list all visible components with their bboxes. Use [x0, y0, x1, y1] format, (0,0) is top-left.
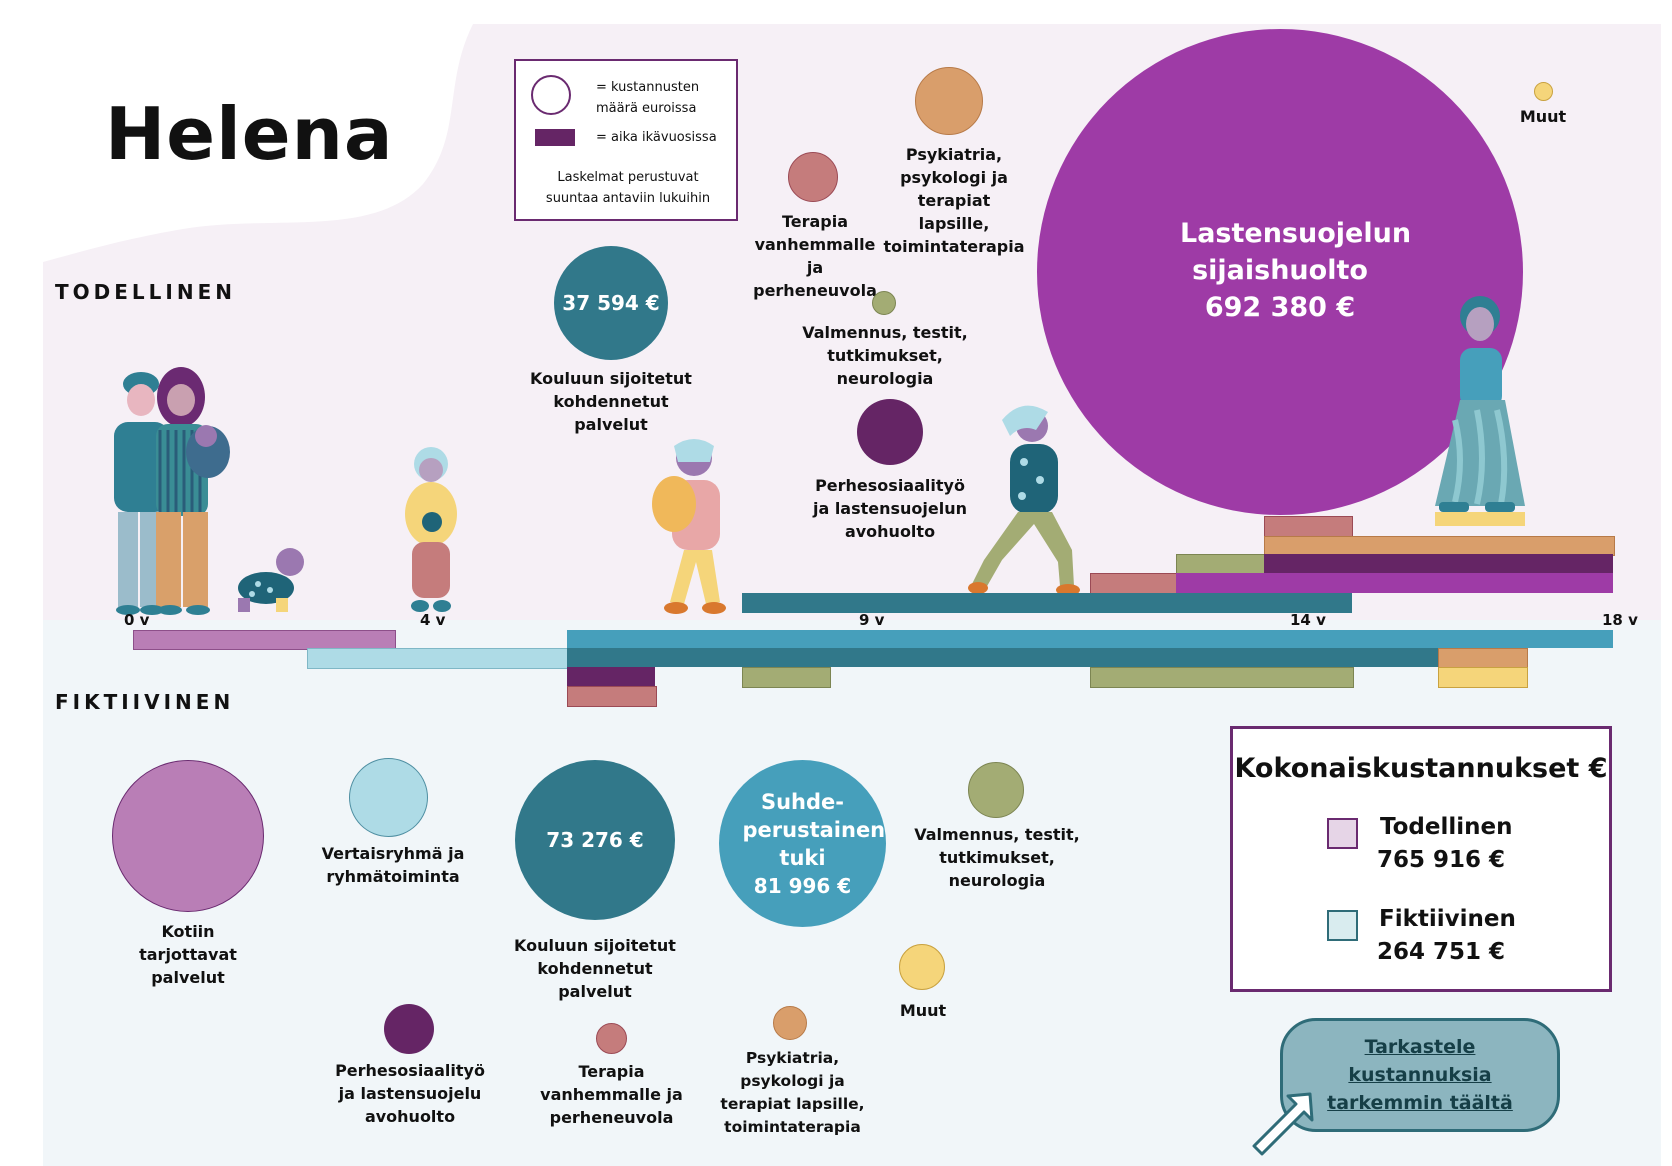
age-label-4: 4 v: [420, 611, 446, 629]
actual-therapy-bubble: [788, 152, 838, 202]
legend-bar-icon: [535, 129, 575, 146]
actual-other-bubble: [1534, 82, 1553, 101]
age-label-0: 0 v: [124, 611, 150, 629]
fictive-school-bubble: 73 276 €: [515, 760, 675, 920]
fictive-relational-bubble: Suhde-perustainen tuki 81 996 €: [719, 760, 886, 927]
fictive-relational-value: 81 996 €: [753, 873, 852, 898]
actual-psychiatry-label: Psykiatria, psykologi ja terapiat lapsil…: [883, 145, 1025, 256]
actual-bar-psychiatry: [1264, 536, 1615, 556]
totals-fictive-swatch: [1327, 910, 1358, 941]
fictive-bar-coaching-early: [742, 667, 831, 688]
child-12y-illustration: [968, 405, 1080, 596]
totals-fictive-value: 264 751 €: [1377, 939, 1506, 965]
parents-illustration: [114, 367, 230, 615]
actual-therapy-label: Terapia vanhemmalle ja perheneuvola: [753, 212, 877, 300]
fictive-bar-other: [1438, 667, 1528, 688]
actual-family-social-bubble: [857, 399, 923, 465]
actual-school-label: Kouluun sijoitetut kohdennetut palvelut: [530, 369, 692, 434]
fictive-bar-coaching: [1090, 667, 1354, 688]
age-label-18: 18 v: [1602, 611, 1638, 629]
actual-bar-family-social: [1264, 554, 1613, 573]
fictive-peer-bubble: [349, 758, 428, 837]
view-costs-link-button[interactable]: Tarkastele kustannuksia tarkemmin täältä: [1280, 1018, 1560, 1132]
actual-foster-care-title: Lastensuojelun sijaishuolto: [1180, 218, 1412, 286]
pointer-arrow-icon: [1252, 1092, 1314, 1156]
actual-foster-care-value: 692 380 €: [1204, 292, 1356, 323]
totals-actual-value: 765 916 €: [1377, 847, 1506, 873]
fictive-psychiatry-label: Psykiatria, psykologi ja terapiat lapsil…: [720, 1049, 865, 1136]
fictive-school-label: Kouluun sijoitetut kohdennetut palvelut: [514, 936, 676, 1001]
child-4y-illustration: [405, 447, 457, 612]
fictive-bar-peer: [307, 648, 569, 669]
actual-bar-foster-care: [1176, 573, 1613, 593]
fictive-home-label: Kotiin tarjottavat palvelut: [139, 922, 237, 987]
totals-actual-label: Todellinen: [1380, 814, 1513, 840]
person-name: Helena: [105, 92, 394, 176]
fictive-peer-label: Vertaisryhmä ja ryhmätoiminta: [321, 844, 465, 886]
title-blob: [43, 24, 473, 262]
fictive-home-bubble: [112, 760, 264, 912]
child-7y-illustration: [652, 439, 726, 614]
fictive-bar-psychiatry: [1438, 648, 1528, 669]
age-label-14: 14 v: [1290, 611, 1326, 629]
actual-other-label: Muut: [1519, 107, 1567, 126]
fictive-relational-title: Suhde-perustainen tuki: [742, 789, 886, 870]
fictive-coaching-label: Valmennus, testit, tutkimukset, neurolog…: [914, 825, 1080, 890]
actual-school-bubble: 37 594 €: [554, 246, 668, 360]
legend-circle-text: = kustannusten määrä euroissa: [596, 80, 700, 116]
fictive-bar-school: [567, 648, 1438, 667]
fictive-other-bubble: [899, 944, 945, 990]
fictive-psychiatry-bubble: [773, 1006, 807, 1040]
actual-bar-therapy-top: [1264, 516, 1353, 537]
legend-circle-icon: [531, 75, 571, 115]
fictive-therapy-bubble: [596, 1023, 627, 1054]
section-label-fictive: FIKTIIVINEN: [55, 690, 235, 714]
actual-coaching-label: Valmennus, testit, tutkimukset, neurolog…: [802, 323, 968, 388]
view-costs-link-label[interactable]: Tarkastele kustannuksia tarkemmin täältä: [1327, 1036, 1513, 1114]
age-label-9: 9 v: [859, 611, 885, 629]
actual-foster-care-bubble: Lastensuojelun sijaishuolto 692 380 €: [1037, 29, 1523, 515]
fictive-coaching-bubble: [968, 762, 1024, 818]
fictive-bar-relational: [567, 630, 1613, 648]
fictive-bar-family-social: [567, 667, 655, 686]
totals-title: Kokonaiskustannukset €: [1234, 753, 1608, 784]
youth-18y-illustration: [1435, 296, 1525, 526]
actual-bar-therapy: [1090, 573, 1178, 595]
fictive-family-social-bubble: [384, 1004, 434, 1054]
legend-bar-text: = aika ikävuosissa: [596, 130, 717, 145]
actual-psychiatry-bubble: [915, 67, 983, 135]
fictive-bar-home: [133, 630, 396, 650]
legend-note: Laskelmat perustuvat suuntaa antaviin lu…: [545, 170, 711, 206]
fictive-other-label: Muut: [899, 1001, 947, 1020]
fictive-bar-therapy: [567, 686, 657, 707]
section-label-actual: TODELLINEN: [55, 280, 236, 304]
actual-coaching-bubble: [872, 291, 896, 315]
legend: = kustannusten määrä euroissa = aika ikä…: [514, 59, 738, 221]
fictive-therapy-label: Terapia vanhemmalle ja perheneuvola: [540, 1062, 683, 1127]
fictive-family-social-label: Perhesosiaalityö ja lastensuojelu avohuo…: [335, 1061, 485, 1126]
actual-bar-coaching: [1176, 554, 1266, 575]
actual-family-social-label: Perhesosiaalityö ja lastensuojelun avohu…: [812, 476, 968, 541]
totals-fictive-label: Fiktiivinen: [1379, 906, 1516, 932]
baby-illustration: [238, 548, 304, 612]
actual-bar-school: [742, 593, 1352, 613]
totals-box: Kokonaiskustannukset € Todellinen 765 91…: [1230, 726, 1612, 992]
totals-actual-swatch: [1327, 818, 1358, 849]
